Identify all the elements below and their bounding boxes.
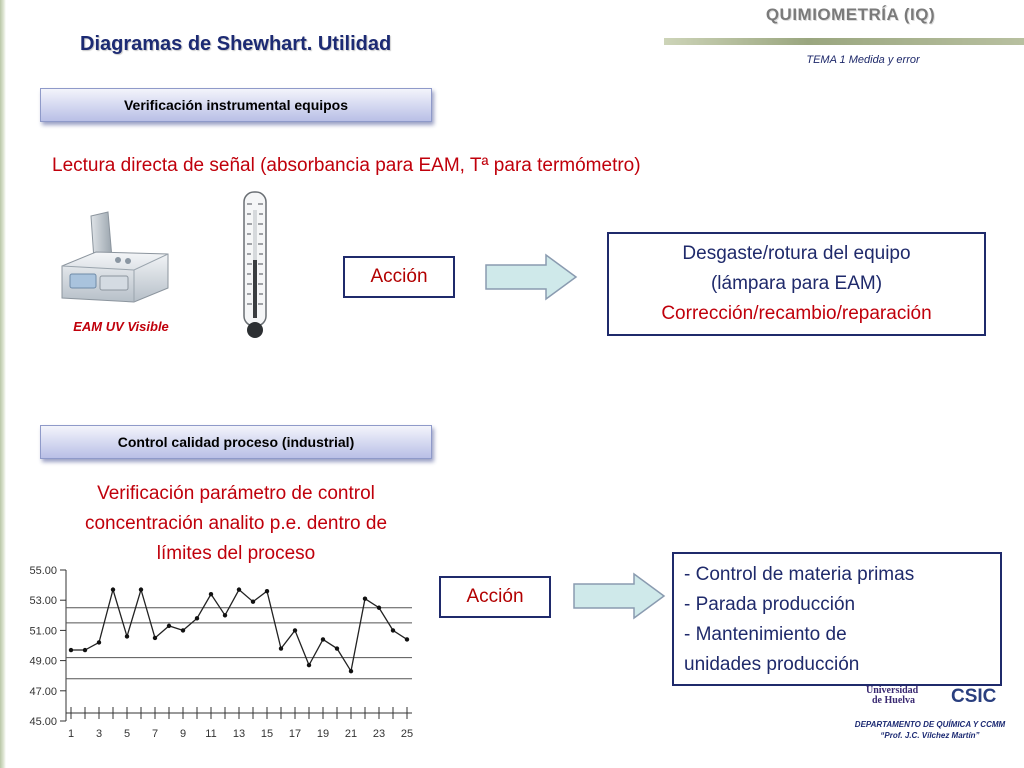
data-point xyxy=(124,634,130,639)
section-banner-label: Control calidad proceso (industrial) xyxy=(117,434,355,450)
right-arrow-icon xyxy=(485,253,578,301)
data-point xyxy=(320,637,326,642)
instrument-caption: EAM UV Visible xyxy=(73,319,169,334)
data-point xyxy=(264,588,270,594)
left-decorative-rule xyxy=(0,0,6,768)
thermometer-image xyxy=(243,191,267,338)
data-point xyxy=(334,646,340,651)
data-point xyxy=(278,646,284,651)
page-title: Diagramas de Shewhart. Utilidad xyxy=(80,33,392,55)
x-tick-label: 1 xyxy=(68,728,74,740)
y-tick-label: 47.00 xyxy=(29,686,57,698)
data-point xyxy=(362,596,368,601)
x-tick-label: 5 xyxy=(124,728,130,740)
result-line: - Control de materia primas xyxy=(684,564,915,585)
x-tick-label: 9 xyxy=(180,728,186,740)
section1-description: Lectura directa de señal (absorbancia pa… xyxy=(52,155,641,176)
x-tick-label: 3 xyxy=(96,728,102,740)
x-tick-label: 15 xyxy=(261,728,273,740)
university-logo: Universidad de Huelva xyxy=(866,686,926,706)
y-tick-label: 45.00 xyxy=(29,716,57,728)
x-tick-label: 21 xyxy=(345,728,357,740)
data-point xyxy=(110,587,116,592)
topic-subtitle: TEMA 1 Medida y error xyxy=(806,54,920,66)
section-banner-instrumental: Verificación instrumental equipos xyxy=(40,88,432,122)
university-logo-line: Universidad xyxy=(866,685,919,696)
data-point xyxy=(222,613,228,618)
x-tick-label: 11 xyxy=(205,728,216,740)
result-line: Desgaste/rotura del equipo xyxy=(682,243,911,264)
data-point xyxy=(138,587,144,592)
data-point xyxy=(82,647,88,653)
section2-description: Verificación parámetro de control concen… xyxy=(30,479,442,569)
y-tick-label: 49.00 xyxy=(29,656,57,668)
data-point xyxy=(250,599,256,604)
section-banner-process: Control calidad proceso (industrial) xyxy=(40,425,432,459)
description-line: límites del proceso xyxy=(156,543,316,564)
x-tick-label: 19 xyxy=(317,728,329,740)
x-tick-label: 17 xyxy=(289,728,301,740)
spectrophotometer-image xyxy=(61,211,169,303)
result-box-1: Desgaste/rotura del equipo (lámpara para… xyxy=(607,232,986,336)
data-point xyxy=(180,628,186,633)
x-tick-label: 25 xyxy=(401,728,413,740)
data-point xyxy=(68,647,74,653)
x-tick-label: 7 xyxy=(152,728,158,740)
result-line: unidades producción xyxy=(684,654,860,675)
description-line: concentración analito p.e. dentro de xyxy=(84,513,388,534)
data-point xyxy=(236,587,242,592)
data-point xyxy=(152,635,158,641)
y-tick-label: 51.00 xyxy=(29,625,57,637)
section-banner-label: Verificación instrumental equipos xyxy=(123,97,349,113)
right-arrow-icon xyxy=(573,572,666,620)
action-box-2: Acción xyxy=(439,576,551,618)
course-title: QUIMIOMETRÍA (IQ) xyxy=(765,5,936,24)
data-point xyxy=(404,637,410,642)
action-box-1: Acción xyxy=(343,256,455,298)
professor-name: “Prof. J.C. Vílchez Martín” xyxy=(880,731,980,740)
data-point xyxy=(306,662,312,668)
header-rule xyxy=(664,38,1024,45)
series-line xyxy=(71,587,408,673)
action-label: Acción xyxy=(370,266,428,287)
result-line: (lámpara para EAM) xyxy=(710,273,883,294)
description-line: Verificación parámetro de control xyxy=(97,483,375,504)
university-logo-line: de Huelva xyxy=(872,695,916,706)
data-point xyxy=(96,640,102,645)
result-box-2: - Control de materia primas - Parada pro… xyxy=(672,552,1002,686)
result-line: - Parada producción xyxy=(684,594,856,615)
footer-credits: DEPARTAMENTO DE QUÍMICA Y CCMM “Prof. J.… xyxy=(838,719,1022,741)
y-tick-label: 55.00 xyxy=(29,565,57,577)
department-name: DEPARTAMENTO DE QUÍMICA Y CCMM xyxy=(854,720,1006,729)
action-label: Acción xyxy=(466,586,524,607)
result-line: Corrección/recambio/reparación xyxy=(661,303,932,324)
data-point xyxy=(166,623,172,629)
csic-logo: CSIC xyxy=(951,686,997,707)
result-line: - Mantenimiento de xyxy=(684,624,847,645)
data-point xyxy=(292,628,298,633)
data-point xyxy=(376,605,382,610)
data-point xyxy=(194,616,200,621)
x-tick-label: 13 xyxy=(233,728,245,740)
y-tick-label: 53.00 xyxy=(29,595,57,607)
data-point xyxy=(348,668,354,674)
data-point xyxy=(208,591,214,597)
data-point xyxy=(390,628,396,633)
x-tick-label: 23 xyxy=(373,728,385,740)
